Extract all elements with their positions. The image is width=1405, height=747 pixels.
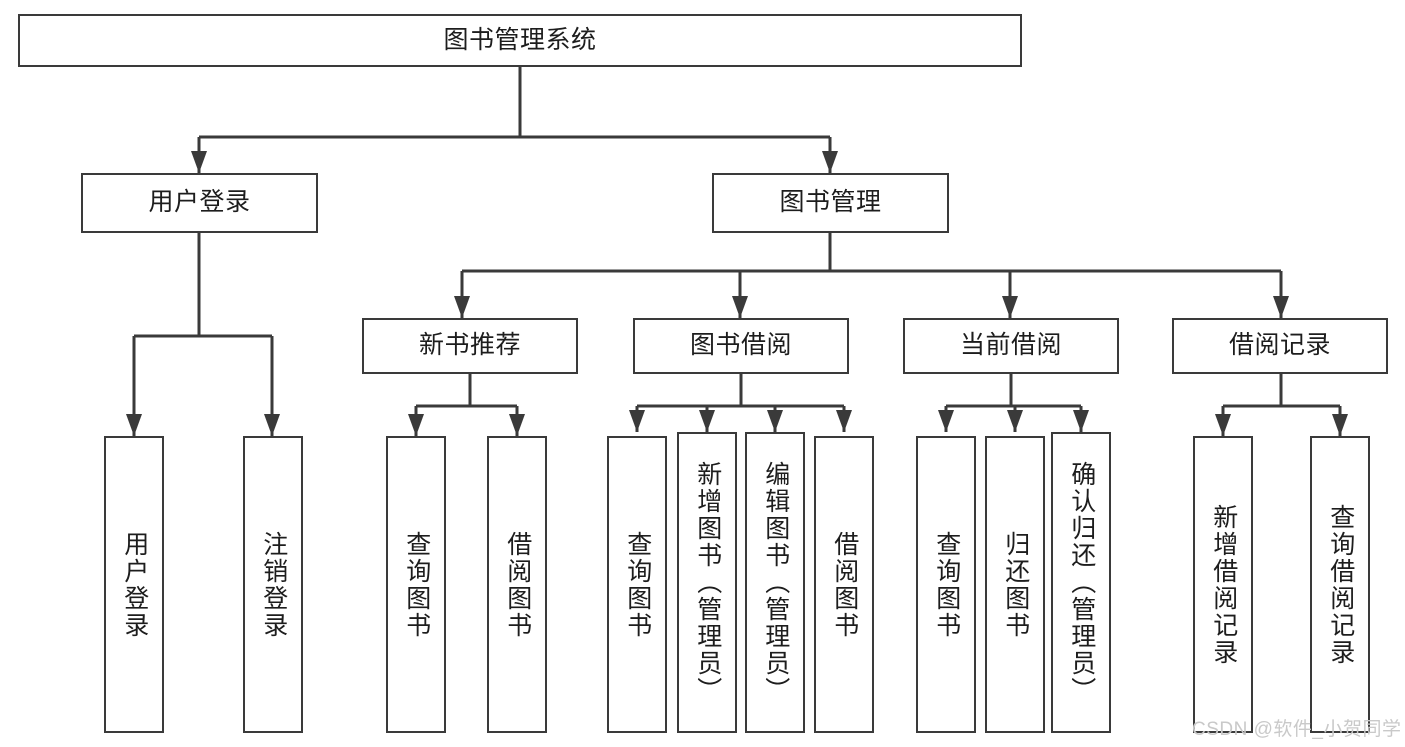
node-leaf-borrow-book-1-label: 借阅图书 [503, 530, 532, 639]
node-leaf-query-book-2[interactable]: 查询图书 [607, 436, 667, 733]
node-leaf-add-book[interactable]: 新增图书（管理员） [677, 432, 737, 733]
node-leaf-confirm-return-label: 确认归还（管理员） [1067, 461, 1096, 704]
node-leaf-query-book-1[interactable]: 查询图书 [386, 436, 446, 733]
node-root-system[interactable]: 图书管理系统 [18, 14, 1022, 67]
node-leaf-add-record[interactable]: 新增借阅记录 [1193, 436, 1253, 733]
node-leaf-user-login[interactable]: 用户登录 [104, 436, 164, 733]
node-leaf-edit-book[interactable]: 编辑图书（管理员） [745, 432, 805, 733]
node-leaf-add-book-label: 新增图书（管理员） [693, 461, 722, 704]
node-leaf-query-record[interactable]: 查询借阅记录 [1310, 436, 1370, 733]
node-root-system-label: 图书管理系统 [443, 25, 597, 54]
node-leaf-confirm-return[interactable]: 确认归还（管理员） [1051, 432, 1111, 733]
node-borrow-record-label: 借阅记录 [1228, 331, 1331, 360]
node-leaf-edit-book-label: 编辑图书（管理员） [761, 461, 790, 704]
node-leaf-user-login-label: 用户登录 [120, 530, 149, 639]
node-leaf-borrow-book-2-label: 借阅图书 [830, 530, 859, 639]
node-leaf-borrow-book-2[interactable]: 借阅图书 [814, 436, 874, 733]
node-book-manage-label: 图书管理 [779, 188, 882, 217]
node-leaf-query-book-3[interactable]: 查询图书 [916, 436, 976, 733]
node-leaf-return-book[interactable]: 归还图书 [985, 436, 1045, 733]
node-leaf-query-record-label: 查询借阅记录 [1326, 503, 1355, 666]
node-leaf-query-book-1-label: 查询图书 [402, 530, 431, 639]
node-book-borrow[interactable]: 图书借阅 [633, 318, 849, 374]
node-leaf-query-book-3-label: 查询图书 [932, 530, 961, 639]
node-new-book-recommend-label: 新书推荐 [418, 331, 521, 360]
node-current-borrow[interactable]: 当前借阅 [903, 318, 1119, 374]
node-leaf-add-record-label: 新增借阅记录 [1209, 503, 1238, 666]
node-book-manage[interactable]: 图书管理 [712, 173, 949, 233]
node-leaf-query-book-2-label: 查询图书 [623, 530, 652, 639]
node-leaf-borrow-book-1[interactable]: 借阅图书 [487, 436, 547, 733]
node-leaf-logout[interactable]: 注销登录 [243, 436, 303, 733]
node-leaf-return-book-label: 归还图书 [1001, 530, 1030, 639]
node-current-borrow-label: 当前借阅 [959, 331, 1062, 360]
node-user-login[interactable]: 用户登录 [81, 173, 318, 233]
node-borrow-record[interactable]: 借阅记录 [1172, 318, 1388, 374]
node-leaf-logout-label: 注销登录 [259, 530, 288, 639]
node-book-borrow-label: 图书借阅 [689, 331, 792, 360]
node-user-login-label: 用户登录 [148, 188, 251, 217]
node-new-book-recommend[interactable]: 新书推荐 [362, 318, 578, 374]
